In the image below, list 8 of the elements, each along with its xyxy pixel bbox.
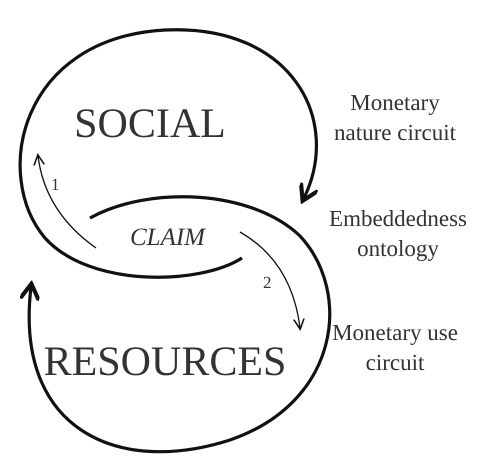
annotation: Monetary nature circuit xyxy=(333,89,457,147)
cycle-label: SOCIAL xyxy=(30,95,270,153)
annotation: Monetary use circuit xyxy=(331,319,459,377)
annotation: Embeddedness ontology xyxy=(328,205,468,263)
arrow xyxy=(240,231,305,330)
cycle-label: CLAIM xyxy=(95,222,240,254)
arrow xyxy=(34,154,96,249)
cycle-label: RESOURCES xyxy=(8,330,322,394)
